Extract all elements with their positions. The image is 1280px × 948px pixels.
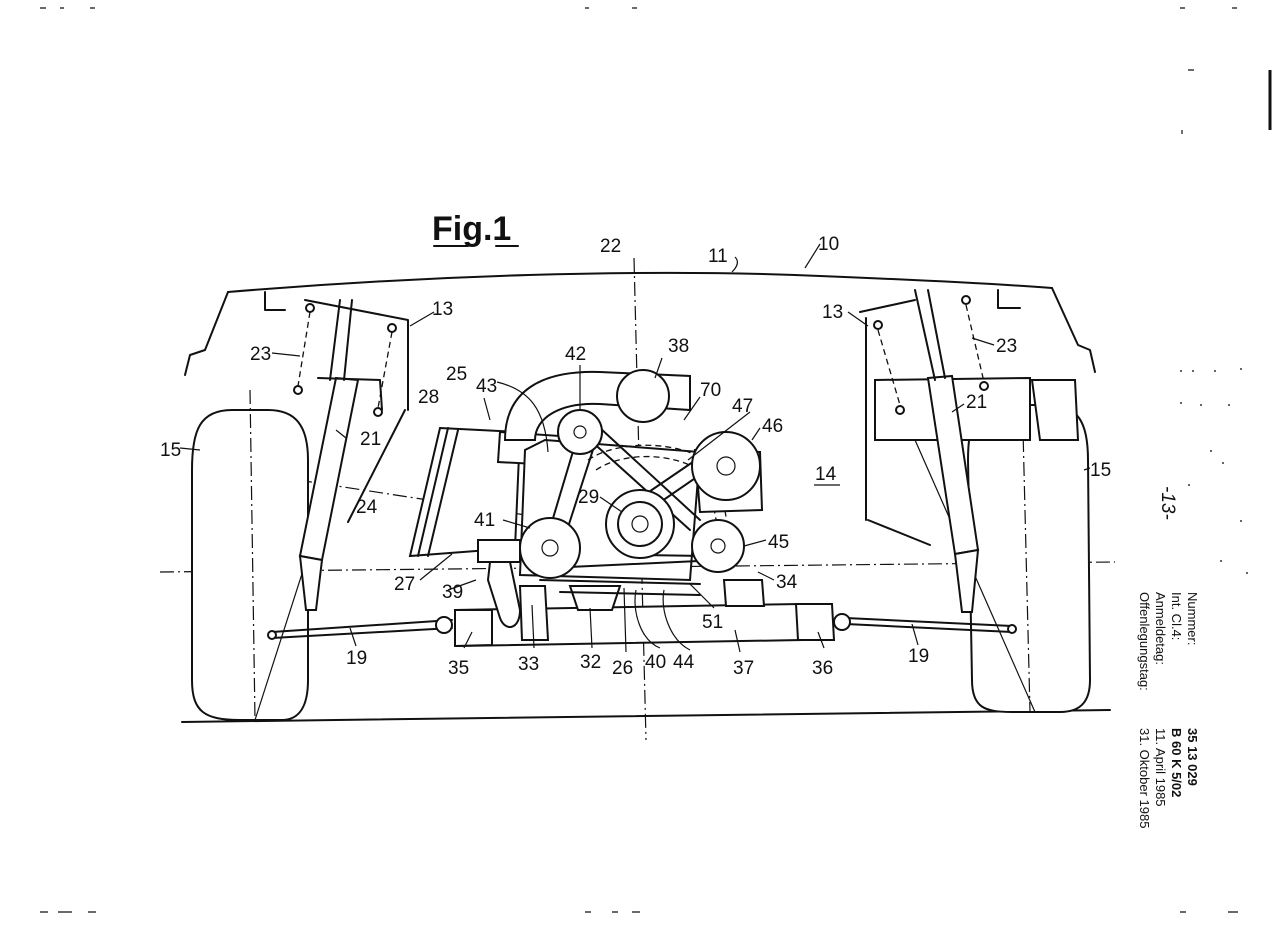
ref-11: 11 [708, 246, 728, 267]
ref-46: 46 [762, 416, 783, 437]
stamp-dots [1180, 368, 1248, 574]
pulleys [519, 369, 761, 579]
ref-15-left: 15 [160, 440, 181, 461]
ref-22: 22 [600, 236, 621, 257]
ref-34: 34 [776, 572, 798, 593]
ref-23-right: 23 [996, 336, 1017, 357]
scan-marks [40, 7, 1272, 913]
field-anmeldetag: Anmeldetag: [1153, 592, 1168, 665]
ref-44: 44 [673, 652, 695, 673]
ref-21-right: 21 [966, 392, 987, 413]
ref-13-right: 13 [822, 302, 843, 323]
ref-36: 36 [812, 658, 833, 679]
right-strut [873, 289, 989, 613]
ref-14: 14 [815, 464, 837, 485]
ref-40: 40 [645, 652, 666, 673]
field-nummer: Nummer: [1185, 592, 1200, 645]
subframe [453, 579, 836, 648]
ref-13-left: 13 [432, 299, 453, 320]
patent-info-values: 35 13 029 B 60 K 5/02 11. April 1985 31.… [1137, 728, 1200, 828]
ref-28: 28 [418, 387, 439, 408]
ref-70: 70 [700, 380, 721, 401]
ref-35: 35 [448, 658, 469, 679]
left-wheel [191, 389, 346, 721]
ref-38: 38 [668, 336, 689, 357]
ref-10: 10 [818, 234, 839, 255]
field-offenlegungstag: Offenlegungstag: [1137, 592, 1152, 691]
reference-numerals: 10 11 22 13 13 23 23 38 42 25 43 70 28 4… [160, 234, 1111, 679]
ref-15-right: 15 [1090, 460, 1111, 481]
ref-51: 51 [702, 612, 723, 633]
ref-29: 29 [578, 487, 599, 508]
ref-33: 33 [518, 654, 539, 675]
right-wheel [874, 376, 1092, 713]
ref-37: 37 [733, 658, 754, 679]
ref-39: 39 [442, 582, 463, 603]
leader-lines [179, 243, 1091, 653]
value-offenlegungstag: 31. Oktober 1985 [1137, 728, 1152, 828]
ref-19-right: 19 [908, 646, 929, 667]
ref-27: 27 [394, 574, 415, 595]
ref-47: 47 [732, 396, 753, 417]
ref-26: 26 [612, 658, 633, 679]
ref-45: 45 [768, 532, 789, 553]
page-marker: -13- [1157, 486, 1178, 520]
ref-23-left: 23 [250, 344, 271, 365]
left-strut [293, 299, 397, 611]
ref-19-left: 19 [346, 648, 367, 669]
patent-info-fields: Nummer: Int. Cl.4: Anmeldetag: Offenlegu… [1137, 592, 1200, 691]
field-int-cl: Int. Cl.4: [1169, 592, 1184, 640]
value-nummer: 35 13 029 [1185, 728, 1200, 786]
figure-title: Fig.1 [432, 210, 511, 248]
value-int-cl: B 60 K 5/02 [1169, 728, 1184, 797]
ref-42: 42 [565, 344, 586, 365]
ref-21-left: 21 [360, 429, 381, 450]
ref-25: 25 [446, 364, 467, 385]
ref-43: 43 [476, 376, 497, 397]
value-anmeldetag: 11. April 1985 [1153, 728, 1168, 807]
ref-32: 32 [580, 652, 601, 673]
tie-rods [267, 613, 1017, 640]
ref-24: 24 [356, 497, 378, 518]
ground-line [181, 709, 1111, 723]
ref-41: 41 [474, 510, 495, 531]
